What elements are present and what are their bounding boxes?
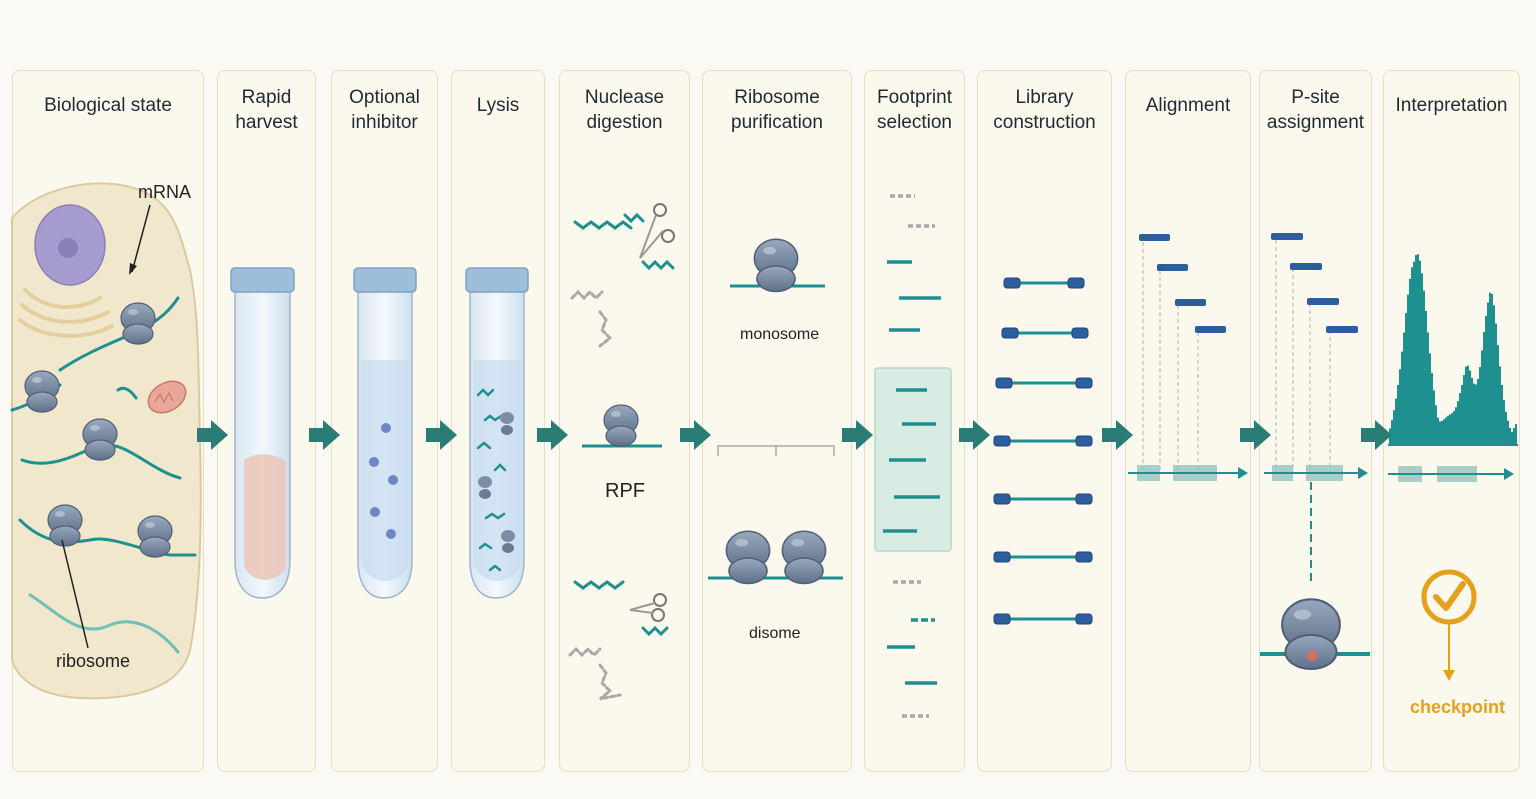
panel-title: Ribosome purification [731,87,823,133]
panel-ribosome-purification: Ribosome purification [702,70,852,772]
arrow-icon [959,420,990,450]
golgi-icon [18,288,114,338]
panel-title: Alignment [1145,95,1231,116]
panel-title: Biological state [44,95,172,116]
library-construction [993,277,1093,625]
panel-title: Nuclease digestion [584,87,665,133]
arrow-icon [309,420,340,450]
arrow-icon [680,420,711,450]
panel-title: Rapid harvest [235,87,298,133]
rpf-label: RPF [605,480,645,502]
arrow-icon [1240,420,1271,450]
ribosome-profile-bars [1389,254,1517,444]
arrow-icon [1102,420,1133,450]
scissors-icon [639,203,675,259]
footprint-selection [874,194,952,718]
interpretation: checkpoint [1388,254,1518,717]
arrow-icon [842,420,873,450]
mitochondrion-icon [147,380,187,414]
mrna-label: mRNA [138,182,191,202]
harvest-tube [230,267,295,599]
arrow-icon [537,420,568,450]
cell-illustration: mRNA ribosome [10,182,202,700]
p-site-assignment [1260,233,1370,671]
nuclease-digestion: RPF [568,203,675,701]
checkpoint-label: checkpoint [1410,697,1505,717]
panel-title: Library construction [993,87,1096,133]
lysis-tube [465,267,529,599]
panel-title: Lysis [476,95,520,116]
flow-arrows [197,420,1392,450]
ribosome-purification: monosome disome [708,238,843,642]
arrow-icon [197,420,228,450]
monosome-label: monosome [740,326,819,343]
disome-label: disome [749,625,801,642]
arrow-icon [1361,420,1392,450]
panel-title: P-site assignment [1266,87,1365,133]
panel-title: Interpretation [1395,95,1508,116]
scissors-icon [629,593,667,622]
checkpoint-icon [1421,569,1477,681]
panel-library-construction: Library construction [977,70,1112,772]
panel-title: Optional inhibitor [349,87,420,133]
inhibitor-tube [353,267,417,599]
panel-title: Footprint selection [877,87,952,133]
ribosome-label: ribosome [56,651,130,671]
alignment [1128,234,1248,481]
panel-alignment: Alignment [1125,70,1251,772]
arrow-icon [426,420,457,450]
